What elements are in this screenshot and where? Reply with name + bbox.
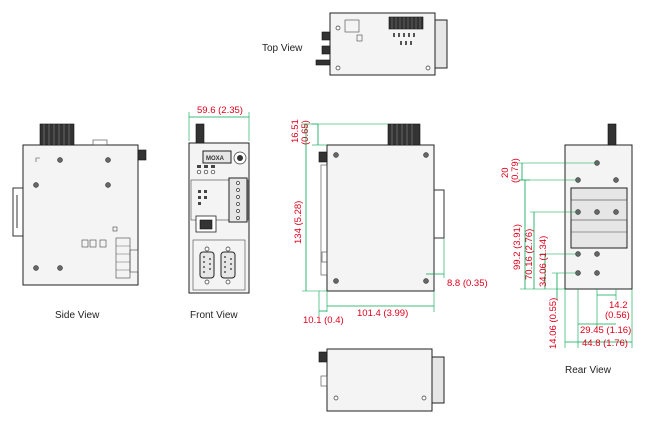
dim-front-width: 59.6 (2.35) (197, 105, 243, 116)
top-view-drawing (315, 12, 448, 76)
side-view-drawing (12, 123, 147, 286)
dim-rear-w1a: 14.2 (609, 300, 628, 311)
dim-rear-top-b: (0.79) (510, 158, 521, 183)
dim-depth: 101.4 (3.99) (357, 308, 408, 319)
dim-rear-h2: 70.16 (2.76) (524, 229, 535, 280)
dim-top-offset-a: 16.51 (290, 119, 301, 143)
dim-rear-h4: 14.06 (0.55) (548, 298, 559, 349)
side-view-label: Side View (55, 310, 100, 321)
moxa-logo: MOXA (206, 156, 225, 162)
front-view-drawing: MOXA (188, 123, 250, 294)
dim-rear-h1: 99.2 (3.91) (512, 224, 523, 270)
dim-rear-top-a: 20 (500, 167, 511, 178)
dim-height: 134 (5.28) (293, 201, 304, 244)
rear-view-drawing (564, 123, 633, 290)
bottom-view-drawing (318, 348, 445, 412)
rear-view-label: Rear View (565, 365, 612, 376)
center-view-drawing (318, 123, 445, 292)
top-view-label: Top View (262, 43, 303, 54)
dim-rear-w2: 29.45 (1.16) (580, 325, 631, 336)
dim-rear-h3: 34.06 (1.34) (538, 236, 549, 287)
dim-top-offset-b: (0.65) (300, 120, 311, 145)
dim-left-offset: 10.1 (0.4) (303, 315, 344, 326)
front-view-label: Front View (190, 310, 238, 321)
dim-side-offset: 8.8 (0.35) (447, 278, 488, 289)
dim-rear-w1b: (0.56) (605, 310, 630, 321)
dim-rear-w3: 44.8 (1.76) (582, 338, 628, 349)
